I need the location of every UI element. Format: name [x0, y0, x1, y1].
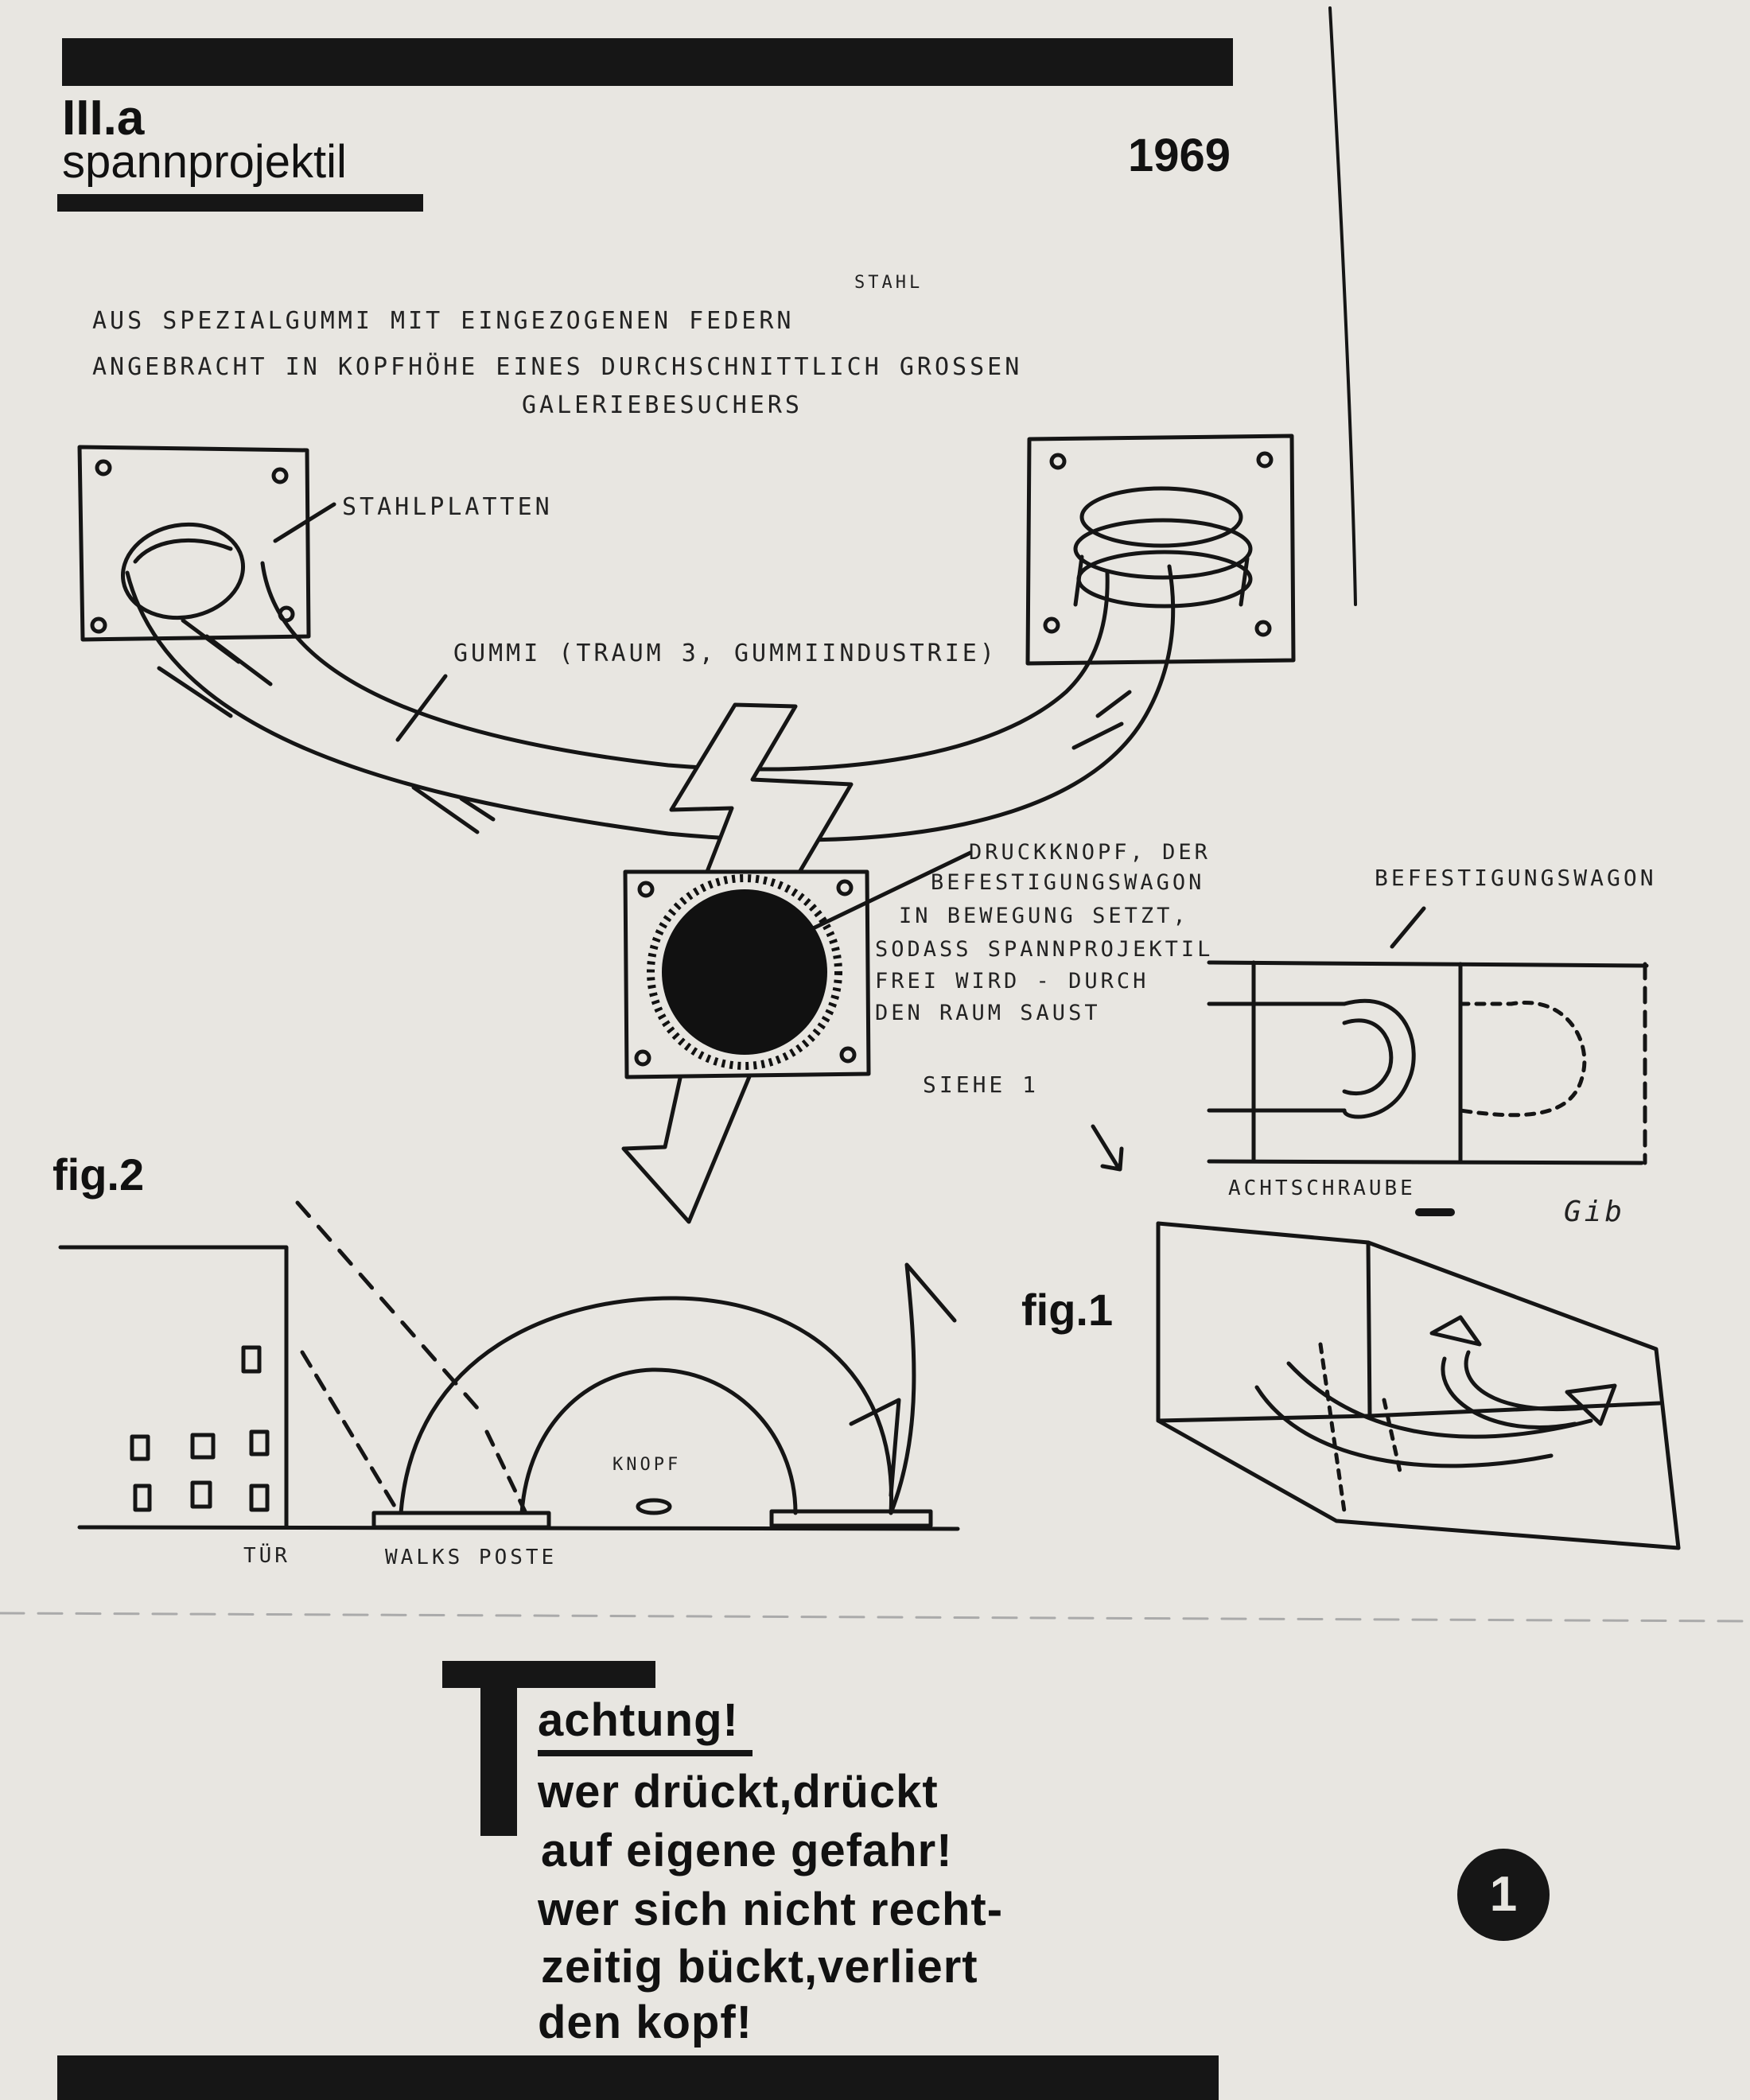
figure-2-label: fig.2 — [52, 1149, 145, 1200]
label-tur: TÜR — [243, 1544, 290, 1568]
signature: Gib — [1564, 1196, 1626, 1228]
warning-heading: achtung! — [538, 1694, 739, 1746]
label-achtschraube: ACHTSCHRAUBE — [1228, 1176, 1416, 1200]
warning-line-5: den kopf! — [538, 1997, 752, 2048]
label-stahlplatten: STAHLPLATTEN — [342, 493, 553, 521]
label-siehe: SIEHE 1 — [923, 1071, 1040, 1098]
t-initial-stem — [480, 1661, 517, 1836]
bottom-bar — [57, 2055, 1219, 2100]
label-gummi: GUMMI (TRAUM 3, GUMMIINDUSTRIE) — [453, 640, 998, 667]
warning-heading-underline — [538, 1750, 752, 1756]
warning-line-4: zeitig bückt,verliert — [541, 1941, 978, 1993]
label-befestigungswagon: BEFESTIGUNGSWAGON — [1375, 865, 1657, 891]
top-bar — [62, 38, 1233, 86]
label-knopf: KNOPF — [612, 1455, 682, 1475]
warning-line-3: wer sich nicht recht- — [538, 1884, 1004, 1935]
section-number: III.a — [62, 91, 145, 146]
label-wand: WALKS POSTE — [385, 1546, 558, 1569]
t-initial-top — [442, 1661, 655, 1688]
description-line-2: ANGEBRACHT IN KOPFHÖHE EINES DURCHSCHNIT… — [92, 353, 1023, 381]
warning-line-1: wer drückt,drückt — [538, 1766, 939, 1818]
title-underline — [57, 194, 423, 212]
description-line-1: AUS SPEZIALGUMMI MIT EINGEZOGENEN FEDERN — [92, 307, 795, 335]
page-title: spannprojektil — [62, 136, 347, 188]
description-line-3: GALERIEBESUCHERS — [522, 391, 803, 419]
label-druckknopf-6: DEN RAUM SAUST — [875, 1001, 1101, 1025]
page-number-badge: 1 — [1457, 1849, 1550, 1941]
label-druckknopf-5: FREI WIRD - DURCH — [875, 969, 1149, 994]
label-druckknopf-2: BEFESTIGUNGSWAGON — [931, 870, 1205, 895]
year: 1969 — [1128, 130, 1231, 181]
label-druckknopf-1: DRUCKKNOPF, DER — [969, 840, 1211, 865]
note-stahl: STAHL — [854, 273, 924, 293]
page-number: 1 — [1489, 1867, 1518, 1922]
warning-line-2: auf eigene gefahr! — [541, 1825, 953, 1876]
label-druckknopf-3: IN BEWEGUNG SETZT, — [899, 904, 1189, 928]
figure-1-label: fig.1 — [1021, 1285, 1114, 1335]
label-druckknopf-4: SODASS SPANNPROJEKTIL — [875, 937, 1214, 962]
